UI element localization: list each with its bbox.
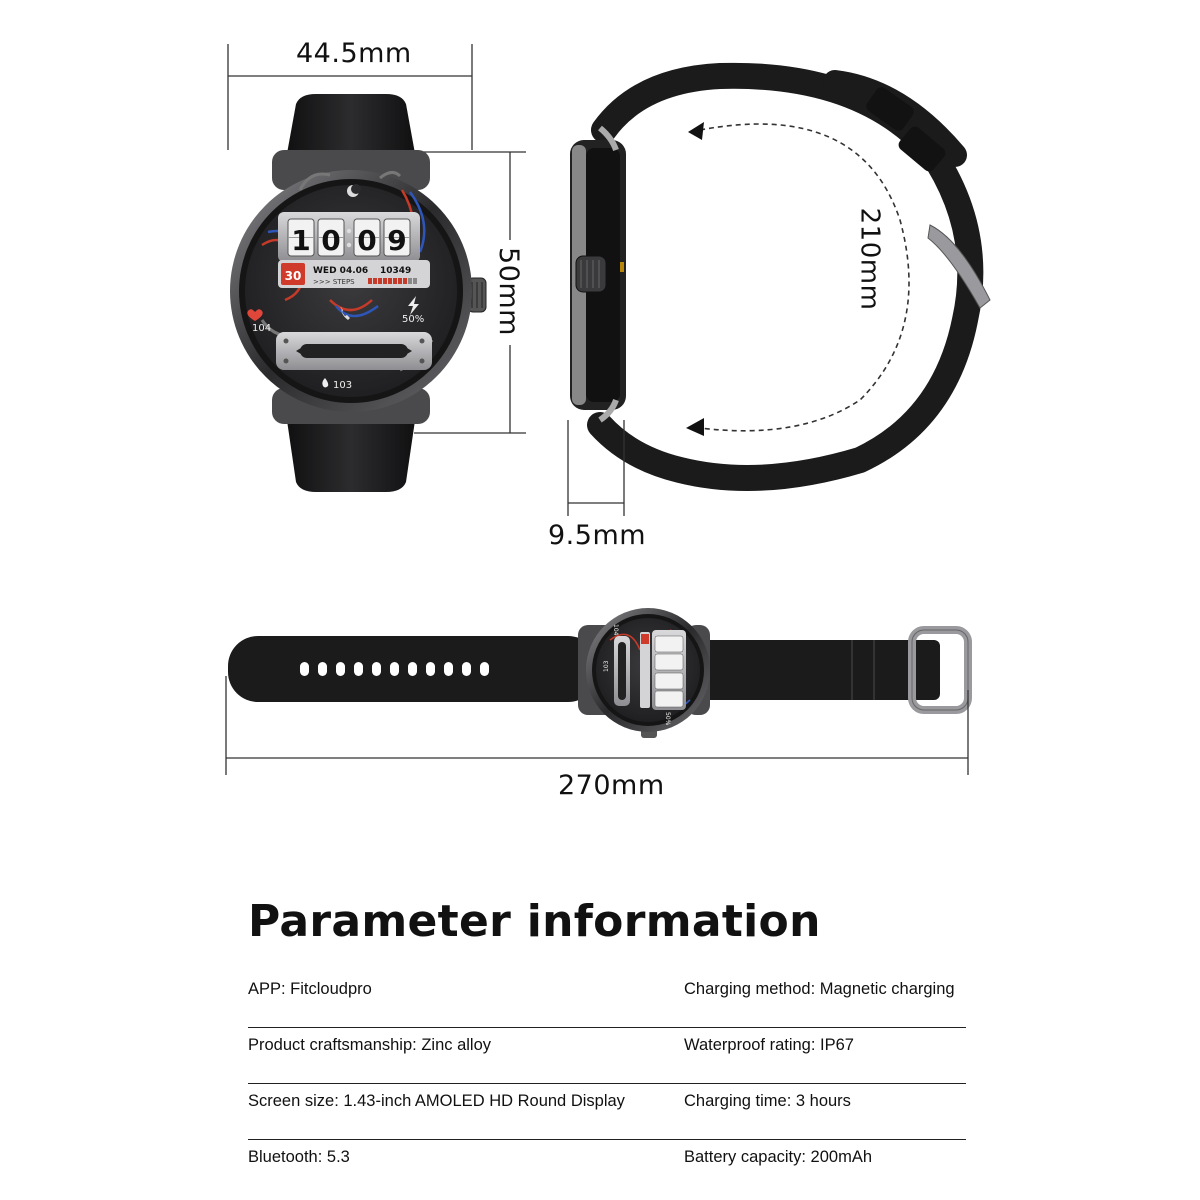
side-watch [570, 62, 991, 491]
steps-label: >>> STEPS [313, 278, 355, 286]
time-digit-m1: 0 [357, 224, 376, 257]
battery-bolt-icon [408, 296, 419, 315]
parameter-left: Screen size: 1.43-inch AMOLED HD Round D… [248, 1092, 625, 1110]
flat-watch: 103 104 50% [228, 608, 972, 738]
parameter-row: Bluetooth: 5.3 Battery capacity: 200mAh [248, 1140, 966, 1196]
circumference-arrows [686, 122, 910, 436]
phone-icon [340, 307, 350, 320]
time-digit-h1: 1 [291, 224, 310, 257]
day-badge-text: 30 [285, 269, 302, 283]
steps-progress-bar [368, 278, 417, 284]
parameter-right: Charging method: Magnetic charging [684, 980, 955, 998]
parameter-right: Charging time: 3 hours [684, 1092, 851, 1110]
thickness-label: 9.5mm [548, 520, 647, 551]
height-dimension [414, 151, 526, 434]
flat-battery-text: 50% [664, 712, 671, 726]
date-text: WED 04.06 [313, 266, 368, 276]
height-label: 50mm [492, 247, 524, 336]
thickness-dimension [567, 420, 625, 516]
heart-icon [247, 309, 263, 321]
time-digit-m2: 9 [387, 224, 406, 257]
section-title: Parameter information [248, 896, 821, 947]
calories-text: 103 [333, 380, 352, 391]
parameter-row: APP: Fitcloudpro Charging method: Magnet… [248, 972, 966, 1028]
parameter-row: Screen size: 1.43-inch AMOLED HD Round D… [248, 1084, 966, 1140]
width-label: 44.5mm [296, 38, 412, 69]
length-label: 270mm [558, 770, 665, 801]
parameter-left: Bluetooth: 5.3 [248, 1148, 350, 1166]
time-digit-h2: 0 [321, 224, 340, 257]
parameter-left: APP: Fitcloudpro [248, 980, 372, 998]
flame-icon [322, 378, 329, 388]
length-dimension [225, 676, 969, 775]
day-badge [281, 263, 305, 285]
battery-text: 50% [402, 314, 424, 325]
flat-calories-text: 103 [603, 660, 610, 672]
front-watch: 1 0 0 9 30 WED 04.06 10349 >>> STEPS 104 [230, 94, 487, 492]
width-dimension [227, 44, 473, 150]
flat-heart-rate-text: 104 [612, 624, 619, 636]
heart-rate-text: 104 [252, 323, 271, 334]
parameter-left: Product craftsmanship: Zinc alloy [248, 1036, 492, 1054]
steps-value: 10349 [380, 266, 411, 276]
parameter-right: Battery capacity: 200mAh [684, 1148, 873, 1166]
parameter-right: Waterproof rating: IP67 [684, 1036, 854, 1054]
circumference-label: 210mm [854, 207, 885, 311]
parameter-row: Product craftsmanship: Zinc alloy Waterp… [248, 1028, 966, 1084]
